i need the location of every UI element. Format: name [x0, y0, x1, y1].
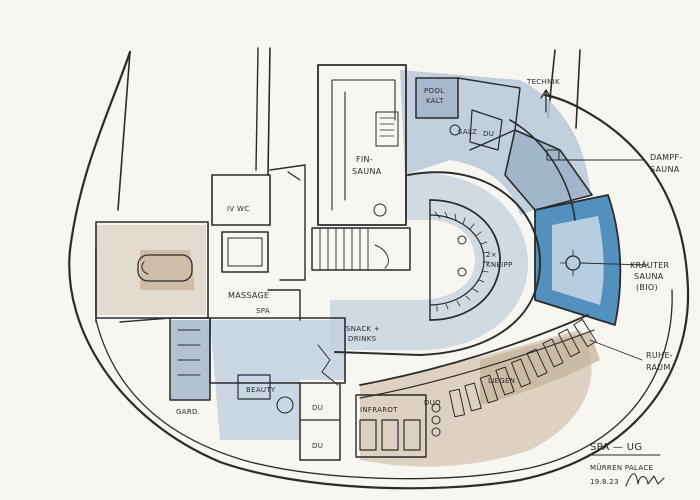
label-garderobe: GARD. [176, 408, 200, 416]
technik-arrow [540, 89, 552, 113]
infrarot-room [355, 394, 427, 458]
kraeuter-sauna-room [534, 194, 622, 326]
fin-sauna-benches [331, 79, 396, 211]
label-beauty: BEAUTY [246, 386, 276, 394]
infrarot-booths [359, 419, 421, 451]
label-liegen: LIEGEN [488, 377, 515, 385]
label-spa-entry: SPA [256, 307, 270, 315]
label-kraeuter-1: KRÄUTER [630, 260, 670, 270]
salz-room-walls [457, 77, 521, 151]
kneipp-hatching [434, 211, 490, 312]
duo-stools [431, 403, 441, 437]
leader-ruhe [589, 339, 643, 361]
label-kraeuter-3: (BIO) [636, 283, 658, 292]
label-dampf-sauna-2: SAUNA [650, 165, 680, 174]
lounge-chairs [448, 318, 597, 418]
label-du-a: DU [312, 404, 323, 412]
du-block [299, 382, 341, 461]
label-iv-wc: IV WC [227, 205, 249, 213]
stair-arrow [374, 244, 389, 269]
label-kneipp-1: 2× [486, 251, 497, 259]
label-technik: TECHNIK [526, 78, 560, 86]
corridor-outer-wall [334, 171, 541, 356]
salz-fixture [449, 124, 461, 136]
lift-shaft [221, 231, 269, 273]
signature [625, 473, 665, 487]
label-dampf-sauna-1: DAMPF- [650, 153, 683, 162]
label-massage: MASSAGE [228, 291, 269, 300]
ruhe-raum-inner-wall [359, 329, 595, 399]
massage-table [137, 254, 193, 282]
label-pool-kalt-2: KALT [426, 97, 444, 105]
kneipp-outer-arc [429, 199, 501, 321]
wash-pool-kalt [416, 78, 458, 118]
wash-dampf-sauna [505, 130, 592, 210]
building-inner-outline [95, 289, 673, 480]
central-walls [267, 164, 306, 321]
kneipp-basin-b [457, 267, 467, 277]
stove-grid [379, 117, 395, 137]
label-fin-sauna-2: SAUNA [352, 167, 382, 176]
beauty-chair [237, 374, 271, 400]
kneipp-basin-a [457, 235, 467, 245]
sauna-stove [375, 111, 399, 147]
wall [255, 47, 259, 171]
label-du-b: DU [312, 442, 323, 450]
left-walls [95, 249, 171, 323]
stair-treads [319, 227, 369, 271]
title-block-subtitle: MÜRREN PALACE [590, 463, 653, 472]
door-swing [287, 171, 301, 181]
dampf-sauna-wall [509, 119, 576, 221]
label-kneipp-2: KNEIPP [486, 261, 513, 269]
title-block-title: SPA — UG [590, 442, 642, 453]
ruhe-raum-wall [359, 314, 589, 386]
label-duo: DUO [424, 399, 441, 407]
wall [267, 47, 271, 176]
wall [117, 51, 131, 211]
garderobe-room [169, 317, 211, 401]
du-top-room [469, 109, 503, 151]
wash-massage-stain [140, 250, 195, 290]
label-snack-1: SNACK + [346, 325, 380, 333]
staircase [311, 227, 411, 271]
fin-sauna-room [317, 64, 407, 226]
wash-semicircle-corridor [330, 173, 529, 350]
dampf-sauna-room [504, 129, 593, 211]
label-snack-2: DRINKS [348, 335, 377, 343]
wash-liegen [480, 332, 600, 405]
corridor-arrow [317, 344, 339, 386]
kneipp-inner-arc [429, 214, 485, 306]
iv-wc-room [211, 174, 271, 226]
label-fin-sauna-1: FIN- [356, 155, 373, 164]
title-block-date: 19.8.23 [590, 478, 619, 486]
fin-sauna-fixture [373, 203, 387, 217]
building-outline [68, 50, 690, 490]
label-pool-kalt-1: POOL [424, 87, 444, 95]
pool-kalt-room [415, 77, 459, 119]
lockers [177, 329, 201, 376]
lift-car [227, 237, 263, 267]
wall [575, 49, 581, 129]
dampf-generator [546, 149, 560, 161]
label-ruhe-raum-1: RUHE- [646, 351, 673, 360]
label-du-top: DU [483, 130, 494, 138]
massage-headrest [141, 261, 149, 275]
beauty-basin [276, 396, 294, 414]
label-kraeuter-2: SAUNA [634, 272, 664, 281]
label-ruhe-raum-2: RAUM [646, 363, 671, 372]
wash-kraeuter-inner [552, 216, 604, 305]
label-salz: SALZ [458, 128, 477, 136]
label-infrarot: INFRAROT [360, 406, 398, 414]
leader-kraeuter [579, 262, 649, 266]
wash-beauty [210, 320, 345, 440]
